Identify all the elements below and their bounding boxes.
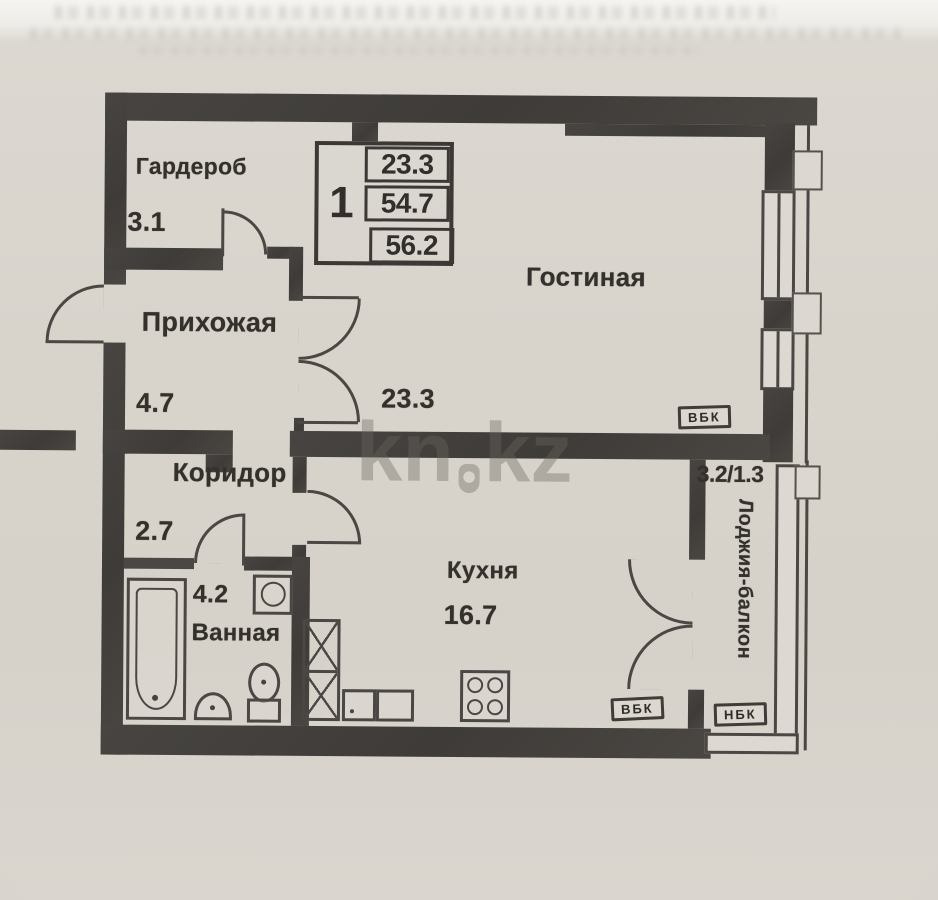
hall-double-door-leaf-bottom [297, 420, 358, 425]
wall-top-stub [351, 122, 379, 142]
washing-machine-drum [260, 581, 286, 607]
balcony-facade-line [803, 460, 809, 751]
area-values-column: 23.3 54.7 56.2 [364, 145, 455, 264]
wall-bottom [100, 724, 711, 759]
bleedthrough-text-artifact [30, 28, 900, 39]
wall-mid-horizontal [289, 430, 770, 461]
wall-corridor-stub [102, 429, 233, 455]
hall-double-door-arc-top [298, 297, 361, 361]
entrance-door-arc [45, 284, 104, 343]
living-room-label: Гостиная [525, 261, 647, 293]
facade-notch [791, 292, 822, 335]
kitchen-cabinet-icon [375, 689, 415, 722]
bathroom-door-leaf [241, 513, 246, 566]
wall-wardrobe-bottom [104, 247, 224, 271]
facade-notch [792, 150, 823, 191]
balcony-glazing [773, 464, 800, 743]
wall-kitchen-balcony-lower [687, 689, 705, 729]
corridor-label: Коридор [172, 456, 287, 488]
kitchen-cabinet-icon [341, 689, 377, 722]
apartment-spec-table: 1 23.3 54.7 56.2 [314, 140, 455, 266]
page-edge-highlight [0, 0, 938, 42]
kitchen-door-leaf [307, 540, 362, 545]
bathroom-door-arc [193, 513, 245, 564]
living-area-cell: 23.3 [364, 146, 450, 183]
kitchen-area: 16.7 [443, 599, 498, 631]
bathroom-area: 4.2 [192, 580, 229, 609]
sink-drain [209, 705, 216, 711]
wall-hall-divider-upper [288, 246, 304, 301]
bleedthrough-text-artifact [140, 46, 700, 55]
stove-burner [486, 699, 504, 716]
entrance-door-leaf [45, 340, 104, 344]
wall-top-step [564, 123, 796, 138]
total-area-cell: 56.2 [369, 227, 455, 264]
vent-badge-balcony: НБК [713, 702, 767, 727]
stove-burner [466, 699, 484, 716]
location-pin-icon [458, 463, 480, 494]
wall-right-upper [764, 123, 796, 193]
vent-shaft-icon [301, 618, 341, 722]
wardrobe-area: 3.1 [127, 206, 166, 237]
bathtub-inner [134, 587, 178, 711]
window-mullion [775, 331, 780, 388]
room-count-cell: 1 [329, 178, 354, 228]
bleedthrough-text-artifact [55, 6, 775, 19]
hall-double-door-leaf-top [298, 295, 359, 300]
vent-badge-kitchen: ВБК [610, 696, 665, 722]
living-room-area: 23.3 [381, 383, 436, 414]
kitchen-door-arc [307, 489, 362, 545]
wardrobe-door-arc [223, 210, 268, 255]
wardrobe-label: Гардероб [135, 152, 247, 180]
hall-double-door-arc-bottom [297, 359, 361, 423]
toilet-drain [261, 679, 267, 685]
bathroom-label: Ванная [191, 619, 281, 647]
toilet-tank-icon [246, 698, 282, 723]
wall-neighbor-stub [0, 429, 76, 451]
kitchen-label: Кухня [446, 556, 519, 585]
hallway-area: 4.7 [136, 387, 175, 419]
corridor-area: 2.7 [135, 515, 174, 547]
balcony-facade-notch [794, 465, 821, 500]
wall-corridor-kitchen-upper [292, 456, 307, 493]
usable-area-cell: 54.7 [364, 185, 450, 222]
balcony-french-door-arc-top [627, 559, 694, 625]
bathtub-drain [152, 694, 159, 701]
stove-burner [467, 677, 484, 694]
balcony-french-door-arc-bottom [627, 624, 693, 690]
vent-shaft-lower [304, 669, 338, 719]
cabinet-dot [349, 709, 354, 714]
balcony-area: 3.2/1.3 [696, 460, 764, 488]
wall-top [105, 92, 818, 126]
wall-left-lower [100, 342, 126, 755]
balcony-label: Лоджия-балкон [733, 498, 757, 660]
vent-shaft-upper [305, 621, 338, 671]
stove-burner [487, 677, 504, 694]
wardrobe-door-leaf [221, 208, 225, 257]
window-living-room-2 [760, 328, 795, 391]
hallway-label: Прихожая [141, 306, 278, 338]
window-living-room-1 [760, 190, 796, 301]
wall-bathroom-top-left [123, 557, 195, 570]
stove-icon [459, 670, 511, 723]
balcony-bottom-glazing [704, 732, 799, 755]
window-mullion [776, 193, 781, 298]
wall-window-pier [763, 300, 794, 331]
vent-badge-living: ВБК [677, 404, 732, 430]
